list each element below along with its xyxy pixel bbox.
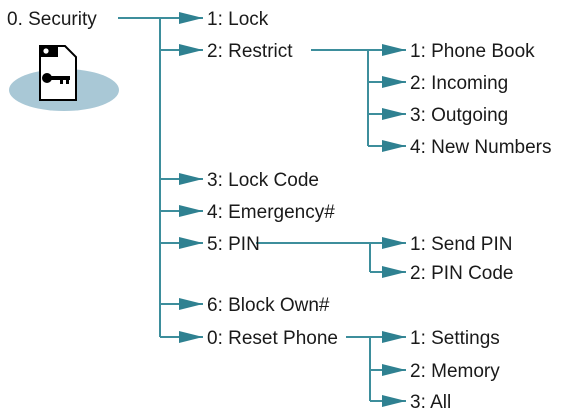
node-pin: 5: PIN [207, 234, 260, 255]
node-send-pin: 1: Send PIN [410, 234, 512, 255]
node-reset-phone: 0: Reset Phone [207, 328, 338, 349]
node-incoming: 2: Incoming [410, 73, 508, 94]
node-all: 3: All [410, 392, 451, 411]
node-memory: 2: Memory [410, 361, 500, 382]
node-phone-book: 1: Phone Book [410, 41, 535, 62]
node-security: 0. Security [7, 9, 97, 30]
node-lock: 1: Lock [207, 9, 269, 30]
security-icon [9, 45, 119, 111]
node-settings: 1: Settings [410, 328, 500, 349]
node-emergency: 4: Emergency# [207, 202, 335, 223]
node-outgoing: 3: Outgoing [410, 105, 508, 126]
node-pin-code: 2: PIN Code [410, 263, 514, 284]
node-block-own: 6: Block Own# [207, 295, 330, 316]
node-new-numbers: 4: New Numbers [410, 137, 552, 158]
node-restrict: 2: Restrict [207, 41, 293, 62]
node-lock-code: 3: Lock Code [207, 170, 319, 191]
connector-lines [118, 12, 406, 407]
